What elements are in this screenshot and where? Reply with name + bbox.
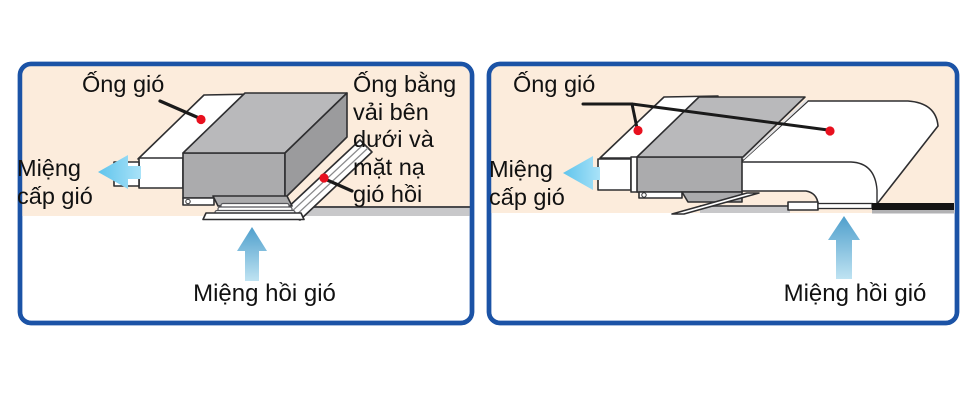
unit-bottom-step	[638, 191, 683, 199]
indoor-unit-side	[284, 92, 348, 199]
leader-line-duct	[581, 102, 830, 132]
return-mask-panel	[671, 192, 760, 215]
left-panel-border	[17, 61, 475, 326]
return-air-arrow-icon	[828, 216, 860, 279]
ceiling-strip	[293, 207, 472, 216]
leader-line-fabric	[324, 177, 354, 193]
ceiling-opening-flange	[787, 201, 819, 211]
supply-duct-front	[597, 158, 632, 191]
left-supply-air-label: Miệng cấp gió	[17, 155, 93, 209]
callout-dot	[633, 125, 643, 136]
leader-line-duct	[158, 99, 201, 120]
supply-duct-front	[138, 157, 184, 189]
right-panel-border	[486, 61, 960, 326]
curved-duct-front-edge	[741, 161, 878, 204]
return-air-arrow-icon	[237, 227, 267, 281]
ceiling-line	[872, 203, 954, 210]
indoor-unit-front	[182, 152, 286, 199]
right-panel	[486, 61, 960, 326]
left-duct-label: Ống gió	[82, 71, 165, 97]
duct-step-highlight	[742, 99, 808, 160]
fastener-detail	[641, 192, 647, 198]
callout-dot	[825, 126, 835, 136]
supply-air-arrow-icon	[563, 156, 600, 190]
left-panel	[17, 61, 475, 326]
indoor-unit-top	[636, 96, 806, 158]
left-return-air-label: Miệng hồi gió	[193, 280, 336, 307]
ceiling-strip	[700, 206, 790, 213]
callout-dot	[196, 114, 206, 125]
ceiling-opening-slot	[817, 202, 873, 210]
left-fabric-duct-label: Ống bằng vải bên dưới và mặt nạ gió hồi	[353, 71, 457, 207]
callout-dot	[319, 173, 329, 183]
ceiling-line-shadow	[872, 210, 954, 214]
supply-air-arrow-icon	[98, 155, 141, 189]
ceiling-opening-flange	[202, 212, 305, 221]
right-supply-air-label: Miệng cấp gió	[489, 156, 565, 210]
indoor-unit-front	[636, 156, 743, 193]
right-duct-label: Ống gió	[513, 71, 596, 97]
right-return-air-label: Miệng hồi gió	[783, 280, 927, 307]
fastener-detail	[185, 198, 191, 205]
unit-bottom-step	[182, 197, 215, 206]
